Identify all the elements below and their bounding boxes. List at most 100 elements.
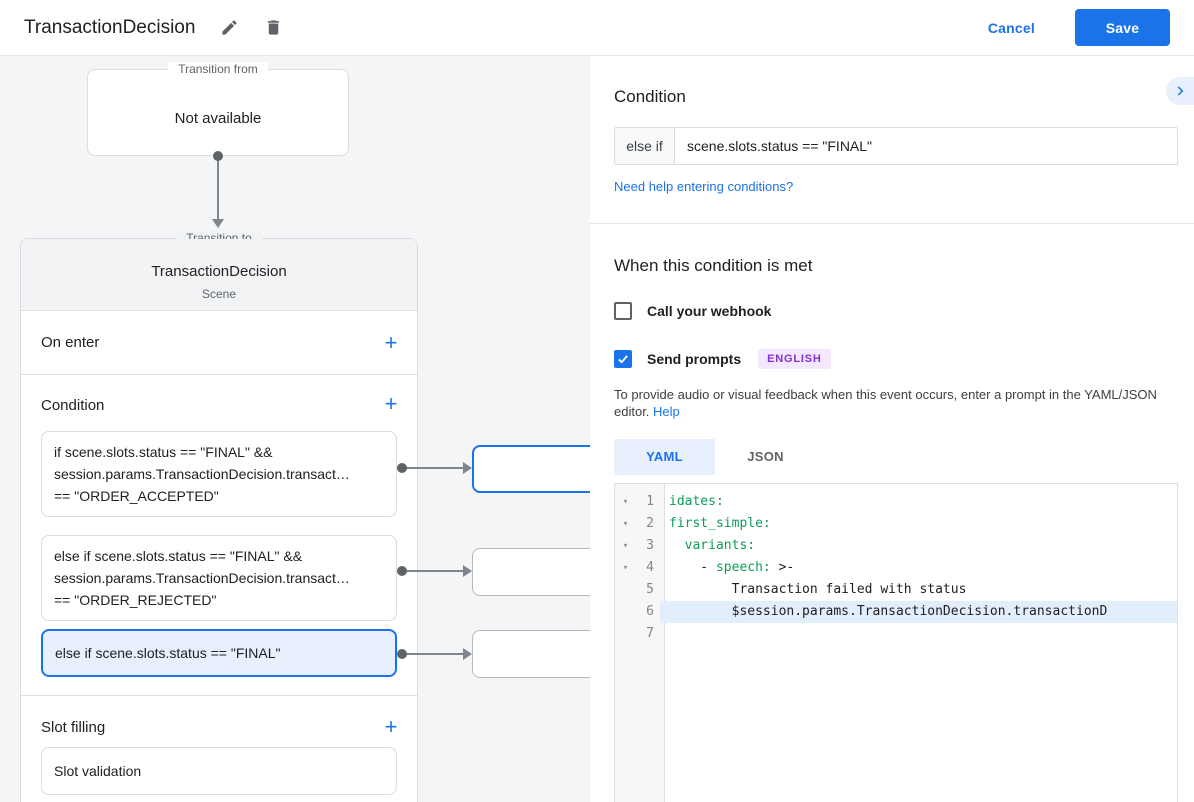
webhook-label: Call your webhook [647,303,772,319]
webhook-checkbox[interactable] [614,302,632,320]
on-enter-row[interactable]: On enter + [21,311,417,375]
when-condition-met-section: When this condition is met Call your web… [590,224,1194,802]
fold-gutter-spacer [615,601,636,623]
condition-prefix-label: else if [615,128,675,164]
destination-node[interactable] [472,630,590,678]
condition-line: == "ORDER_REJECTED" [54,592,217,608]
condition-editor-panel: Condition else if Need help entering con… [590,56,1194,802]
help-link[interactable]: Help [653,404,680,419]
on-enter-label: On enter [41,334,100,351]
connector-line [402,467,463,469]
condition-line: == "ORDER_ACCEPTED" [54,488,219,504]
edit-title-button[interactable] [219,18,239,38]
fold-toggle-icon[interactable]: ▾ [622,563,629,573]
editor-format-tabs: YAML JSON [614,439,1178,475]
when-met-heading: When this condition is met [614,256,813,275]
pencil-icon [222,20,237,35]
webhook-option-row: Call your webhook [614,302,1178,320]
code-line[interactable]: ▾ 2 first_simple: [615,513,1177,535]
fold-gutter-spacer [615,579,636,601]
condition-line: session.params.TransactionDecision.trans… [54,466,350,482]
slot-validation-card[interactable]: Slot validation [41,747,397,795]
code-text[interactable]: - speech: >- [669,560,795,575]
connector-dot [397,463,407,473]
condition-help-link[interactable]: Need help entering conditions? [614,179,794,194]
condition-section-label: Condition [41,397,105,414]
arrow-right-icon [463,462,472,474]
code-text[interactable]: variants: [669,538,756,553]
fold-toggle-icon[interactable]: ▾ [622,497,629,507]
code-text[interactable]: idates: [669,494,724,509]
code-line[interactable]: 7 [615,623,1177,645]
transition-from-value: Not available [174,110,262,127]
code-text[interactable]: first_simple: [669,516,771,531]
connector-dot [213,151,223,161]
editor-gutter [615,484,665,802]
transition-from-node: Transition from Not available [87,62,349,156]
scene-name: TransactionDecision [151,263,287,280]
line-number: 4 [646,560,654,575]
top-bar: TransactionDecision Cancel Save [0,0,1194,56]
tab-yaml[interactable]: YAML [614,439,715,475]
trash-icon [267,20,279,35]
slot-filling-section-label: Slot filling [41,719,106,736]
condition-expression-field: else if [614,127,1178,165]
condition-panel-title: Condition [614,87,686,106]
condition-expression-input[interactable] [675,128,1177,164]
destination-node[interactable] [472,548,590,596]
code-text[interactable]: $session.params.TransactionDecision.tran… [660,601,1177,623]
connector-dot [397,566,407,576]
section-divider [21,695,417,696]
checkmark-icon [618,355,628,364]
scene-diagram-canvas[interactable]: Transition from Not available Transition… [0,56,590,802]
condition-card-accepted[interactable]: if scene.slots.status == "FINAL" && sess… [41,431,397,517]
add-on-enter-button[interactable]: + [384,330,398,355]
transition-from-legend: Transition from [88,62,348,76]
connector-line [217,156,219,219]
prompts-option-row: Send prompts ENGLISH [614,349,1178,369]
add-condition-button[interactable]: + [384,391,398,416]
condition-line: else if scene.slots.status == "FINAL" && [54,548,303,564]
code-line[interactable]: ▾ 4 - speech: >- [615,557,1177,579]
fold-toggle-icon[interactable]: ▾ [622,541,629,551]
transition-to-node: Transition to TransactionDecision Scene … [20,231,418,802]
collapse-panel-button[interactable] [1166,77,1194,105]
code-text[interactable]: Transaction failed with status [669,582,967,597]
line-number: 1 [646,494,654,509]
code-line[interactable]: 6 $session.params.TransactionDecision.tr… [615,601,1177,623]
chevron-right-icon [1177,86,1184,96]
page-title: TransactionDecision [24,16,196,38]
prompt-description: To provide audio or visual feedback when… [614,387,1157,419]
save-button[interactable]: Save [1075,9,1170,46]
send-prompts-checkbox[interactable] [614,350,632,368]
condition-section: Condition else if Need help entering con… [590,56,1194,224]
code-line[interactable]: ▾3 variants: [615,535,1177,557]
line-number: 5 [646,582,654,597]
condition-card-final-selected[interactable]: else if scene.slots.status == "FINAL" [41,629,397,677]
scene-card-header[interactable]: TransactionDecision Scene [21,239,417,311]
condition-line: else if scene.slots.status == "FINAL" [55,645,281,661]
line-number: 6 [646,604,654,619]
cancel-button[interactable]: Cancel [987,19,1035,36]
send-prompts-label: Send prompts [647,351,742,367]
destination-node-selected[interactable] [472,445,590,493]
tab-json[interactable]: JSON [747,449,784,464]
condition-card-rejected[interactable]: else if scene.slots.status == "FINAL" &&… [41,535,397,621]
arrow-right-icon [463,565,472,577]
line-number: 2 [646,516,654,531]
add-slot-button[interactable]: + [384,714,398,739]
code-line[interactable]: ▾ 1 idates: [615,491,1177,513]
code-text[interactable] [660,623,1177,645]
condition-line: if scene.slots.status == "FINAL" && [54,444,273,460]
scene-type-label: Scene [201,287,237,301]
language-badge: ENGLISH [758,349,831,369]
arrow-right-icon [463,648,472,660]
connector-line [402,653,463,655]
condition-line: session.params.TransactionDecision.trans… [54,570,350,586]
code-line[interactable]: 5 Transaction failed with status [615,579,1177,601]
delete-scene-button[interactable] [263,18,283,38]
line-number: 7 [646,626,654,641]
fold-toggle-icon[interactable]: ▾ [622,519,629,529]
